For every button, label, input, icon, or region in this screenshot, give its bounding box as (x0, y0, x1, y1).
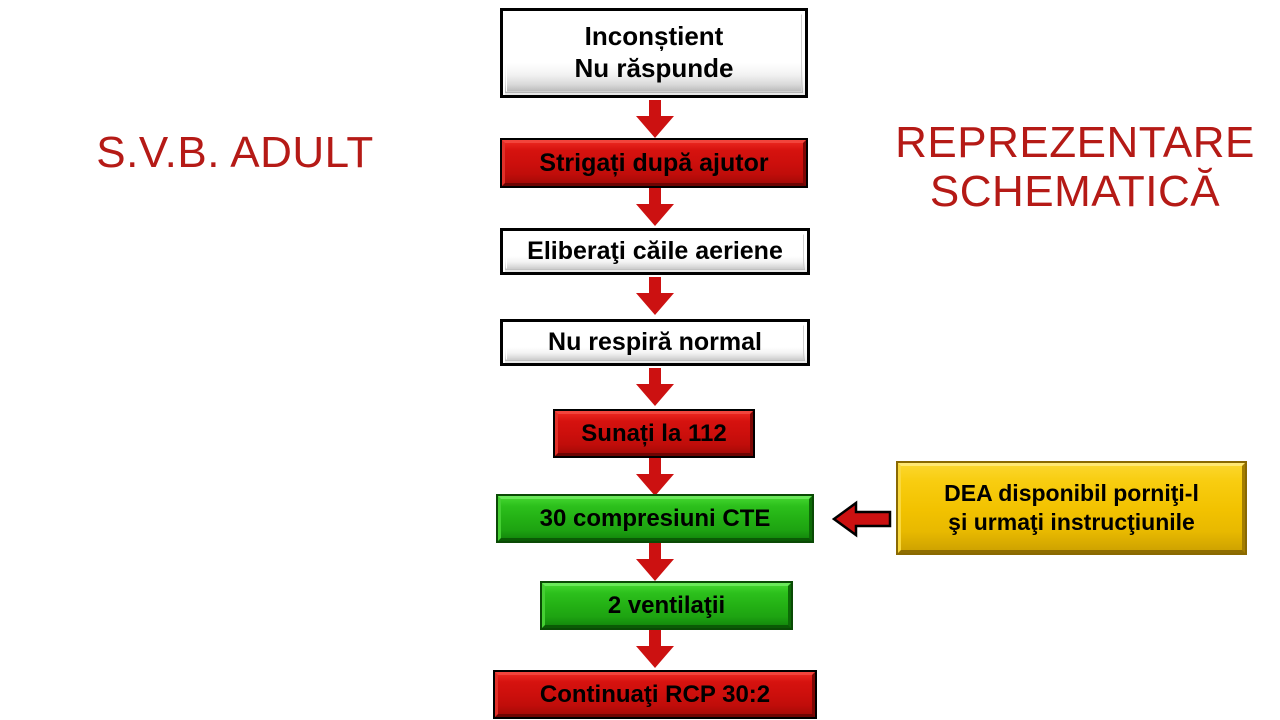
flow-node-label: Continuaţi RCP 30:2 (539, 680, 771, 708)
flow-node-label: Inconștient Nu răspunde (574, 21, 734, 83)
arrow-down-4 (632, 368, 678, 408)
flow-node-label: DEA disponibil porniţi-l şi urmaţi instr… (944, 479, 1199, 535)
flow-node-label: 2 ventilaţii (607, 591, 726, 619)
arrow-down-5 (632, 458, 678, 498)
flow-node-2-ventilations: 2 ventilaţii (542, 583, 791, 628)
flow-node-label: Sunați la 112 (581, 419, 727, 447)
flow-node-call-112: Sunați la 112 (555, 411, 753, 456)
flow-node-open-airway: Eliberaţi căile aeriene (500, 228, 810, 275)
flow-node-30-compressions: 30 compresiuni CTE (498, 496, 812, 541)
flow-node-shout-for-help: Strigați după ajutor (502, 140, 806, 186)
flow-node-not-breathing-normally: Nu respiră normal (500, 319, 810, 366)
arrow-down-3 (632, 277, 678, 317)
flow-node-continue-cpr: Continuaţi RCP 30:2 (495, 672, 815, 717)
arrow-left-aed (832, 500, 894, 540)
flow-node-label: 30 compresiuni CTE (539, 504, 771, 532)
flow-node-unconscious: Inconștient Nu răspunde (500, 8, 808, 98)
arrow-down-7 (632, 630, 678, 670)
flow-node-label: Strigați după ajutor (539, 148, 769, 177)
flow-node-aed-available: DEA disponibil porniţi-l şi urmaţi instr… (898, 463, 1245, 553)
arrow-down-1 (632, 100, 678, 140)
arrow-down-2 (632, 188, 678, 228)
flow-node-label: Nu respiră normal (548, 328, 762, 356)
page-title-right: REPREZENTARE SCHEMATICĂ (895, 118, 1255, 217)
flow-node-label: Eliberaţi căile aeriene (527, 237, 783, 265)
arrow-down-6 (632, 543, 678, 583)
page-title-left: S.V.B. ADULT (96, 128, 374, 177)
